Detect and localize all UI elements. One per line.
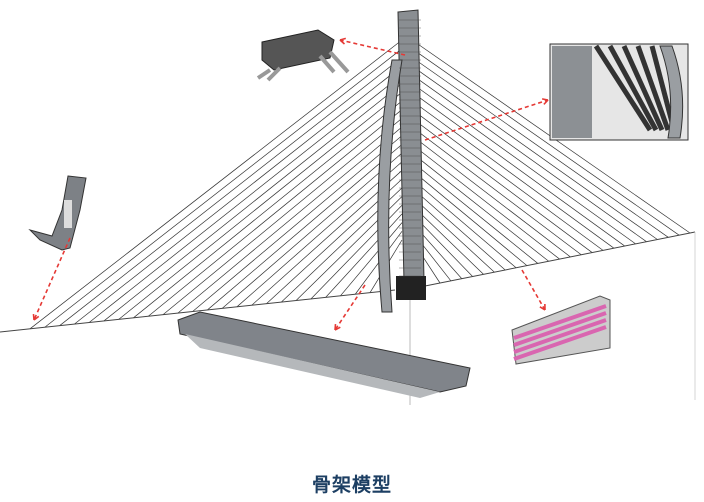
- stay-cable-left: [29, 39, 403, 330]
- bridge-skeleton-model-figure: [0, 9, 696, 405]
- stay-cable-left: [103, 83, 403, 322]
- stay-cable-left: [177, 126, 403, 314]
- stay-cables: [29, 39, 691, 330]
- stay-cable-left: [192, 135, 403, 312]
- stay-cable-left: [59, 57, 403, 326]
- stay-cable-right: [411, 126, 582, 256]
- callout-arrow: [521, 269, 546, 311]
- stay-cable-left: [44, 48, 403, 328]
- stay-cable-left: [207, 144, 403, 311]
- arrowhead: [339, 37, 346, 45]
- stay-cable-right: [411, 178, 517, 269]
- stay-cable-right: [411, 48, 680, 236]
- stay-cable-right: [411, 135, 571, 258]
- stay-cable-left: [148, 109, 403, 317]
- callout-arrows: [32, 37, 549, 331]
- callout-arrow: [424, 99, 549, 141]
- main-girder-segment: [177, 311, 471, 398]
- bearing-detail-highlight: [511, 295, 611, 365]
- arrowhead: [334, 323, 341, 331]
- stay-cable-left: [236, 161, 403, 308]
- arrowhead: [539, 303, 546, 311]
- stay-cable-left: [74, 65, 403, 325]
- stay-cable-right: [411, 57, 669, 238]
- stay-cable-left: [133, 100, 403, 319]
- highlight-bar: [513, 311, 607, 347]
- stay-cable-right: [411, 83, 636, 245]
- closeup-cable: [607, 44, 659, 132]
- deck-line-left: [0, 289, 396, 333]
- stay-cable-right: [411, 144, 560, 260]
- arrowhead: [541, 98, 549, 105]
- stay-cable-right: [411, 117, 593, 253]
- stay-cable-right: [411, 109, 604, 251]
- arrowhead: [32, 313, 40, 321]
- stay-cable-left: [325, 213, 403, 298]
- anchor-box-detail: [256, 29, 350, 82]
- stay-cable-left: [251, 170, 403, 306]
- closeup-cable: [593, 44, 653, 132]
- pylon: [377, 9, 426, 313]
- stay-cable-left: [340, 222, 403, 297]
- stay-cable-left: [221, 152, 403, 309]
- stay-cable-right: [411, 91, 625, 247]
- stay-cable-right: [411, 204, 484, 275]
- callout-arrow: [33, 237, 71, 321]
- highlight-bar: [513, 318, 607, 354]
- cable-anchorage-closeup: [549, 43, 689, 141]
- deck-line-right: [414, 231, 696, 289]
- stay-cable-left: [118, 91, 403, 320]
- stay-cable-right: [411, 196, 495, 273]
- highlight-bar: [513, 304, 607, 340]
- closeup-cable: [635, 45, 671, 131]
- stay-cable-right: [411, 187, 506, 271]
- stay-cable-right: [411, 170, 528, 266]
- stay-cable-right: [411, 161, 539, 264]
- figure-caption: 骨架模型: [311, 474, 392, 496]
- callout-arrow: [334, 284, 366, 331]
- highlight-bar: [513, 325, 607, 361]
- anchor-detail-left: [28, 175, 87, 251]
- stay-cable-right: [411, 152, 549, 262]
- stay-cable-left: [88, 74, 403, 323]
- closeup-cable: [621, 44, 665, 132]
- stay-cable-right: [411, 65, 658, 240]
- callout-arrow: [339, 39, 406, 56]
- stay-cable-left: [162, 117, 403, 315]
- stay-cable-right: [411, 74, 647, 242]
- stay-cable-right: [411, 100, 615, 249]
